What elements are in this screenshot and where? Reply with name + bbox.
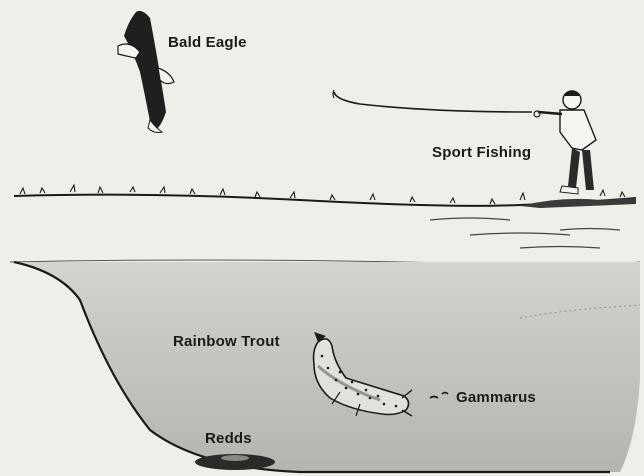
redds-icon xyxy=(195,454,275,470)
angler-icon xyxy=(333,90,596,194)
bald-eagle-icon xyxy=(118,11,174,133)
sport-fishing-label: Sport Fishing xyxy=(432,144,531,161)
bald-eagle-label: Bald Eagle xyxy=(168,34,247,51)
rainbow-trout-label: Rainbow Trout xyxy=(173,333,280,350)
gammarus-label: Gammarus xyxy=(456,389,536,406)
redds-label: Redds xyxy=(205,430,252,447)
shoreline xyxy=(14,185,636,208)
